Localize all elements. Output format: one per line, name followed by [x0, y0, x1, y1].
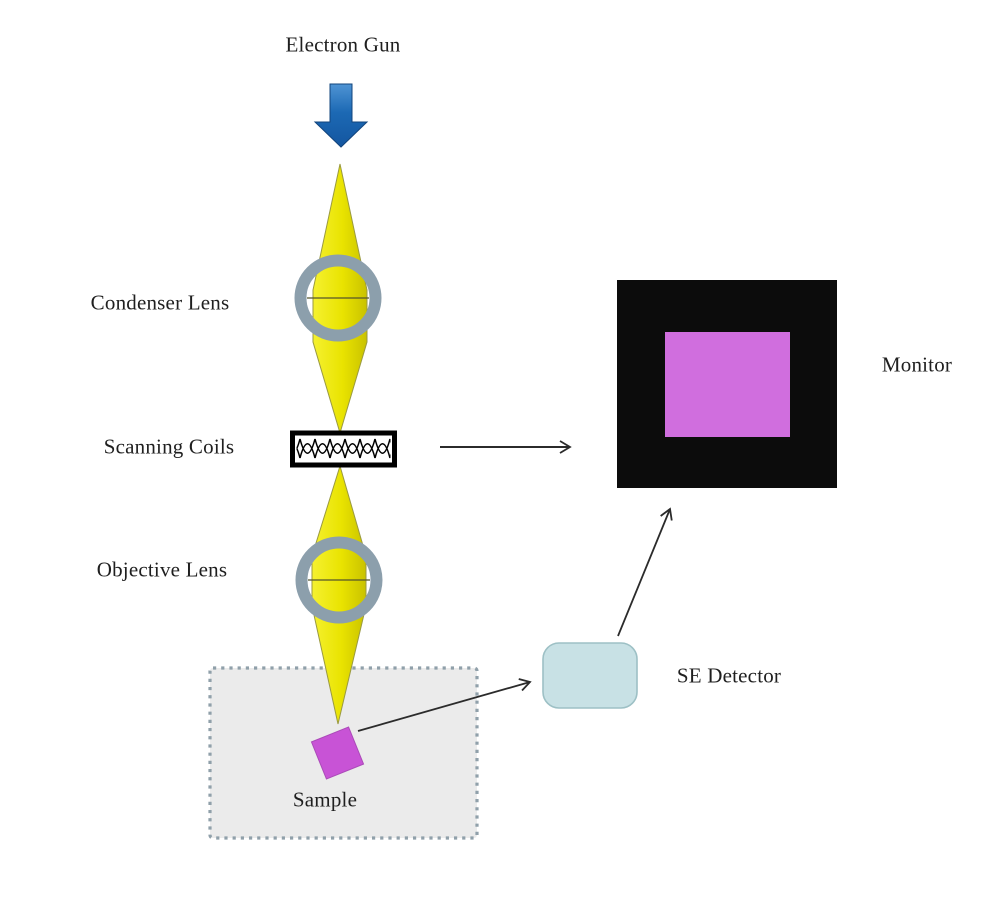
monitor-screen	[665, 332, 790, 437]
objective-lens-label: Objective Lens	[96, 557, 228, 582]
arrow-detector-to-monitor	[617, 507, 673, 637]
scanning-coils-label: Scanning Coils	[103, 434, 235, 459]
condenser-lens-ring	[294, 254, 382, 342]
condenser-lens-label: Condenser Lens	[90, 290, 230, 315]
sample-label: Sample	[292, 787, 358, 812]
se-detector-label: SE Detector	[676, 663, 782, 688]
electron-gun-label: Electron Gun	[285, 32, 401, 57]
objective-lens-ring	[295, 536, 383, 624]
scanning-coils-box	[290, 430, 397, 468]
sample-square	[310, 726, 365, 780]
arrow-sample-to-detector	[357, 678, 532, 732]
monitor-label: Monitor	[881, 352, 953, 377]
electron-gun-arrow	[313, 83, 369, 148]
se-detector-box	[542, 642, 638, 709]
